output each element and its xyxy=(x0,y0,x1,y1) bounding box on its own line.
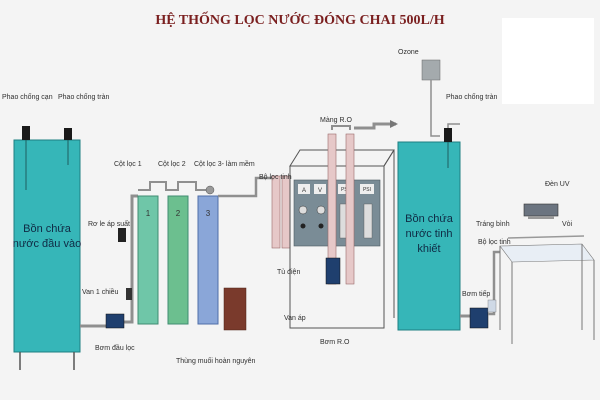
float-overflow-left-label: Phao chống tràn xyxy=(58,92,109,101)
uv-lamp xyxy=(523,203,559,217)
uv-pump-label: Bơm tiếp xyxy=(462,289,490,298)
blank-panel xyxy=(502,18,594,104)
indicator-light xyxy=(300,223,306,229)
ro-frame xyxy=(289,165,385,329)
column-valve xyxy=(205,185,215,195)
raw-tank-label-2: nước đầu vào xyxy=(13,238,81,250)
filter-pump xyxy=(105,313,125,329)
column-1-label: Cột lọc 1 xyxy=(114,161,142,168)
panel-switch xyxy=(316,205,326,215)
voltmeter xyxy=(314,184,326,194)
ro-frame-top xyxy=(289,149,395,167)
fine-filter-cartridge xyxy=(271,175,281,249)
ro-pump xyxy=(325,257,341,285)
ro-pump-label: Bơm R.O xyxy=(320,339,350,346)
uv-lamp-base xyxy=(528,216,554,219)
electric-cabinet-label: Tủ điện xyxy=(277,268,300,276)
column-number-1: 1 xyxy=(146,209,151,218)
pipe xyxy=(124,194,138,324)
indicator-light xyxy=(318,223,324,229)
pure-tank-label-1: Bồn chứa xyxy=(405,213,454,225)
pipe xyxy=(447,123,460,128)
float-low-label: Phao chống cạn xyxy=(2,92,53,101)
check-valve-label: Van 1 chiều xyxy=(82,287,119,296)
filter-column-1 xyxy=(137,195,159,325)
filter-housing xyxy=(487,299,497,313)
voltmeter-label: V xyxy=(318,188,322,194)
pipe xyxy=(354,122,396,130)
pressure-gauge xyxy=(338,184,352,194)
flow-meter xyxy=(363,203,373,239)
float-low-sensor xyxy=(22,126,30,140)
flow-arrow xyxy=(390,120,398,128)
ozone-line xyxy=(430,80,440,137)
fine-filter-2-label: Bộ lọc tinh xyxy=(478,239,511,246)
gauge-2-label: PSI xyxy=(363,187,371,193)
ammeter-label: A xyxy=(302,188,306,194)
pipe xyxy=(331,125,351,130)
uv-pump xyxy=(469,307,489,329)
filter-column-2 xyxy=(167,195,189,325)
pipe xyxy=(488,250,500,316)
pure-water-tank xyxy=(397,141,461,331)
bottling-table-top xyxy=(499,243,595,263)
filter-pump-label: Bơm đầu lọc xyxy=(95,343,135,352)
column-3-label: Cột lọc 3- làm mềm xyxy=(194,159,255,168)
column-number-3: 3 xyxy=(206,209,211,218)
fine-filter-cartridge xyxy=(281,175,291,249)
pure-tank-label-2: nước tinh xyxy=(406,228,453,240)
pressure-relay-label: Rơ le áp suất xyxy=(88,219,130,228)
float-overflow-right-label: Phao chống tràn xyxy=(446,92,497,101)
pressure-relay xyxy=(118,228,126,242)
rinse-bar xyxy=(507,235,585,239)
raw-water-tank xyxy=(13,139,81,353)
filter-column-3 xyxy=(197,195,219,325)
fine-filter-label: Bộ lọc tinh xyxy=(259,174,292,181)
pure-tank-label-3: khiết xyxy=(417,243,440,255)
pressure-gauge xyxy=(360,184,374,194)
salt-tank-label: Thùng muối hoàn nguyên xyxy=(176,356,255,365)
gauge-1-label: PSI xyxy=(341,187,349,193)
diagram-title: HỆ THỐNG LỌC NƯỚC ĐÓNG CHAI 500L/H xyxy=(155,10,444,28)
uv-lamp-label: Đèn UV xyxy=(545,181,570,188)
ro-frame-edge xyxy=(383,149,395,167)
ozone-generator xyxy=(421,59,441,81)
ro-membrane-label: Màng R.O xyxy=(320,117,352,124)
salt-tank xyxy=(223,287,247,331)
float-overflow-sensor-right xyxy=(444,128,452,142)
ro-membrane xyxy=(345,133,355,285)
ammeter xyxy=(298,184,310,194)
pipe xyxy=(138,181,210,191)
panel-switch xyxy=(298,205,308,215)
pressure-valve-label: Van áp xyxy=(284,315,306,322)
check-valve xyxy=(126,288,132,300)
pipe xyxy=(218,176,272,198)
faucet-label: Vòi xyxy=(562,221,573,228)
float-overflow-sensor xyxy=(64,128,72,140)
ozone-label: Ozone xyxy=(398,49,419,56)
column-2-label: Cột lọc 2 xyxy=(158,161,186,168)
bottle-rinse-label: Tráng bình xyxy=(476,221,510,228)
raw-tank-label-1: Bồn chứa xyxy=(23,223,72,235)
column-number-2: 2 xyxy=(176,209,181,218)
